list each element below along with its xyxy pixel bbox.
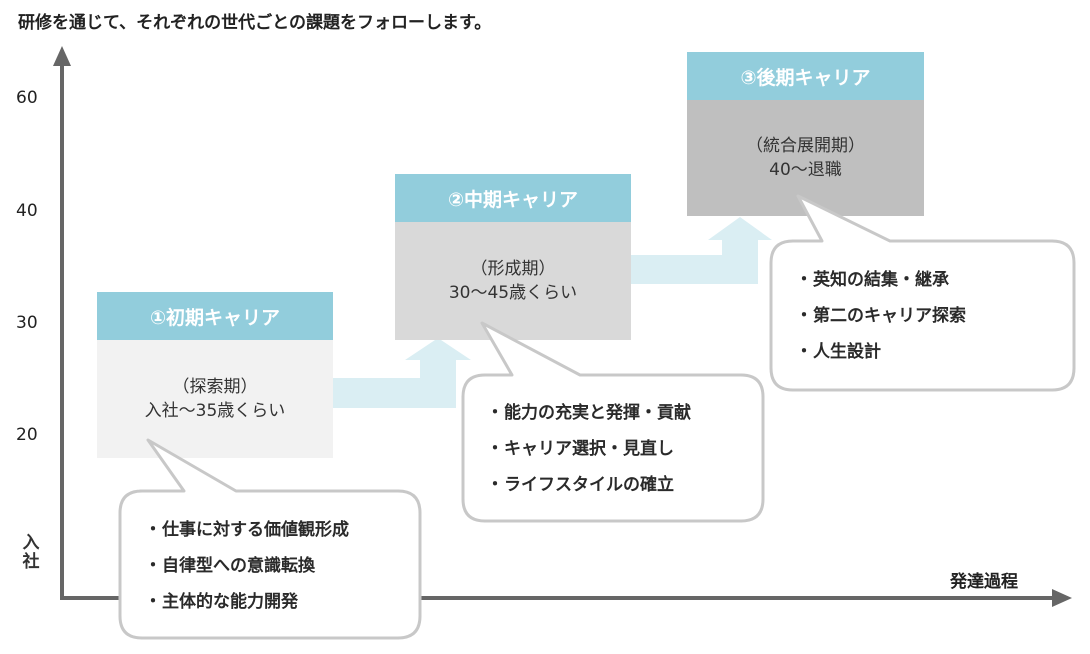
list-item: ・能力の充実と発揮・貢献 — [486, 403, 692, 423]
y-tick-60: 60 — [16, 88, 38, 108]
list-item: ・人生設計 — [795, 342, 882, 362]
x-axis-label: 発達過程 — [950, 572, 1018, 592]
y-axis-label: 入社 — [22, 533, 40, 572]
y-tick-40: 40 — [16, 201, 38, 221]
stage-1-period: （探索期） — [172, 377, 258, 397]
intro-text: 研修を通じて、それぞれの世代ごとの課題をフォローします。 — [18, 13, 492, 33]
bubble-2-list: ・能力の充実と発揮・貢献 ・キャリア選択・見直し ・ライフスタイルの確立 — [486, 395, 692, 503]
x-axis-arrowhead — [1052, 589, 1072, 607]
stage-1-age: 入社〜35歳くらい — [144, 401, 286, 421]
stage-1-title: ①初期キャリア — [97, 292, 333, 340]
bubble-2-shape — [461, 321, 765, 523]
stage-2-age: 30〜45歳くらい — [448, 283, 578, 303]
bubble-3-shape — [769, 194, 1076, 392]
list-item: ・主体的な能力開発 — [144, 592, 299, 612]
stage-2-period: （形成期） — [470, 259, 556, 279]
stage-2-title: ②中期キャリア — [395, 174, 631, 222]
list-item: ・第二のキャリア探索 — [795, 306, 967, 326]
bubble-1-shape — [118, 438, 422, 640]
y-tick-30: 30 — [16, 313, 38, 333]
list-item: ・自律型への意識転換 — [144, 556, 316, 576]
stage-3-period: （統合展開期） — [746, 136, 865, 156]
stage-1-body: （探索期） 入社〜35歳くらい — [97, 340, 333, 458]
list-item: ・英知の結集・継承 — [795, 270, 950, 290]
list-item: ・仕事に対する価値観形成 — [144, 520, 350, 540]
y-tick-20: 20 — [16, 425, 38, 445]
stage-3-title: ③後期キャリア — [687, 52, 924, 100]
bubble-3-list: ・英知の結集・継承 ・第二のキャリア探索 ・人生設計 — [795, 262, 967, 370]
step-arrow-1 — [333, 338, 471, 408]
stage-3-age: 40〜退職 — [769, 160, 842, 180]
bubble-1-list: ・仕事に対する価値観形成 ・自律型への意識転換 ・主体的な能力開発 — [144, 512, 350, 620]
step-arrow-2 — [631, 217, 772, 284]
stage-2-body: （形成期） 30〜45歳くらい — [395, 222, 631, 340]
stage-3-body: （統合展開期） 40〜退職 — [687, 100, 924, 216]
y-axis-arrowhead — [53, 46, 71, 66]
list-item: ・ライフスタイルの確立 — [486, 475, 675, 495]
list-item: ・キャリア選択・見直し — [486, 439, 675, 459]
